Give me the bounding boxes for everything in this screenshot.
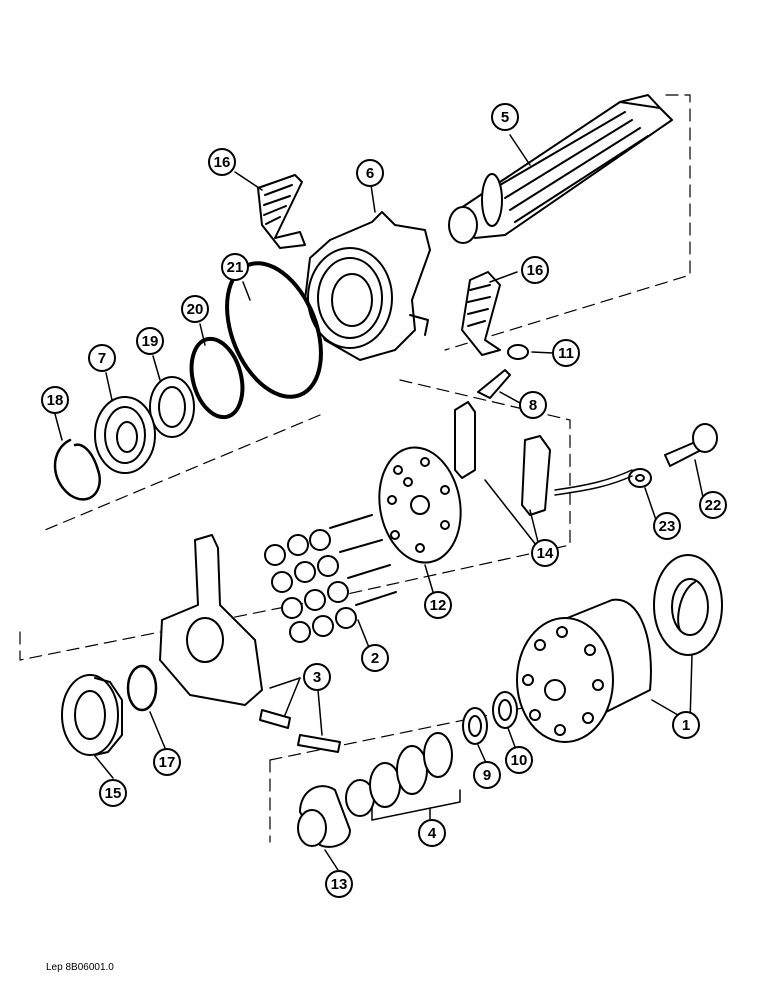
svg-text:14: 14 — [537, 545, 554, 562]
svg-text:16: 16 — [214, 154, 231, 171]
svg-text:5: 5 — [501, 109, 509, 126]
splined-shaft — [448, 94, 673, 244]
valve-plate — [378, 446, 462, 564]
svg-text:8: 8 — [529, 397, 537, 414]
svg-text:1: 1 — [682, 717, 690, 734]
bearing-half — [257, 174, 306, 249]
drawing-reference: Lep 8B06001.0 — [46, 962, 114, 973]
svg-text:23: 23 — [659, 518, 676, 535]
callout-5: 5 — [491, 103, 519, 131]
callout-9: 9 — [473, 761, 501, 789]
callout-6: 6 — [356, 159, 384, 187]
callout-7: 7 — [88, 344, 116, 372]
callout-16: 16 — [521, 256, 549, 284]
plug — [507, 344, 529, 360]
svg-text:18: 18 — [47, 392, 64, 409]
svg-text:7: 7 — [98, 350, 106, 367]
svg-text:11: 11 — [558, 345, 574, 362]
callout-4: 4 — [418, 819, 446, 847]
bearing-race-7 — [94, 396, 156, 474]
leader-lines — [54, 134, 705, 871]
seal-ring-20 — [189, 336, 245, 420]
callout-20: 20 — [181, 295, 209, 323]
svg-text:12: 12 — [430, 597, 447, 614]
retainer-plate — [521, 435, 551, 516]
spacer-washer — [345, 732, 453, 817]
bearing-half — [461, 271, 501, 356]
callout-22: 22 — [699, 491, 727, 519]
washer-9 — [462, 707, 488, 745]
callout-11: 11 — [552, 339, 580, 367]
callout-1: 1 — [672, 711, 700, 739]
callout-17: 17 — [153, 748, 181, 776]
snap-ring-17 — [126, 664, 158, 712]
snap-ring-18 — [53, 438, 101, 501]
svg-text:9: 9 — [483, 767, 491, 784]
svg-text:15: 15 — [105, 785, 122, 802]
callout-14: 14 — [531, 539, 559, 567]
port-plate — [653, 554, 723, 656]
svg-text:21: 21 — [227, 259, 244, 276]
pin — [259, 709, 291, 729]
callout-2: 2 — [361, 644, 389, 672]
callout-3: 3 — [303, 663, 331, 691]
svg-text:4: 4 — [428, 825, 437, 842]
callout-13: 13 — [325, 870, 353, 898]
callout-18: 18 — [41, 386, 69, 414]
washer-10 — [492, 691, 518, 729]
seal-19 — [149, 376, 195, 438]
callout-16: 16 — [208, 148, 236, 176]
ball-guide — [297, 785, 351, 848]
callout-8: 8 — [519, 391, 547, 419]
roller-bearing — [61, 674, 123, 756]
svg-text:17: 17 — [159, 754, 176, 771]
pistons-bundle — [264, 514, 397, 643]
svg-text:20: 20 — [187, 301, 204, 318]
callout-21: 21 — [221, 253, 249, 281]
svg-text:10: 10 — [511, 752, 528, 769]
bolt — [664, 423, 718, 467]
svg-text:2: 2 — [371, 650, 379, 667]
svg-text:3: 3 — [313, 669, 321, 686]
svg-text:22: 22 — [705, 497, 722, 514]
key — [477, 369, 511, 399]
washer — [628, 468, 652, 488]
callout-19: 19 — [136, 327, 164, 355]
swashplate-housing — [304, 211, 431, 361]
svg-text:16: 16 — [527, 262, 544, 279]
cylinder-block — [516, 598, 652, 743]
svg-text:6: 6 — [366, 165, 374, 182]
callout-12: 12 — [424, 591, 452, 619]
callout-15: 15 — [99, 779, 127, 807]
swash-lever — [159, 534, 263, 706]
callout-23: 23 — [653, 512, 681, 540]
pin — [297, 734, 341, 753]
retainer-plate — [454, 401, 476, 479]
svg-text:19: 19 — [142, 333, 159, 350]
callout-10: 10 — [505, 746, 533, 774]
svg-text:13: 13 — [331, 876, 348, 893]
